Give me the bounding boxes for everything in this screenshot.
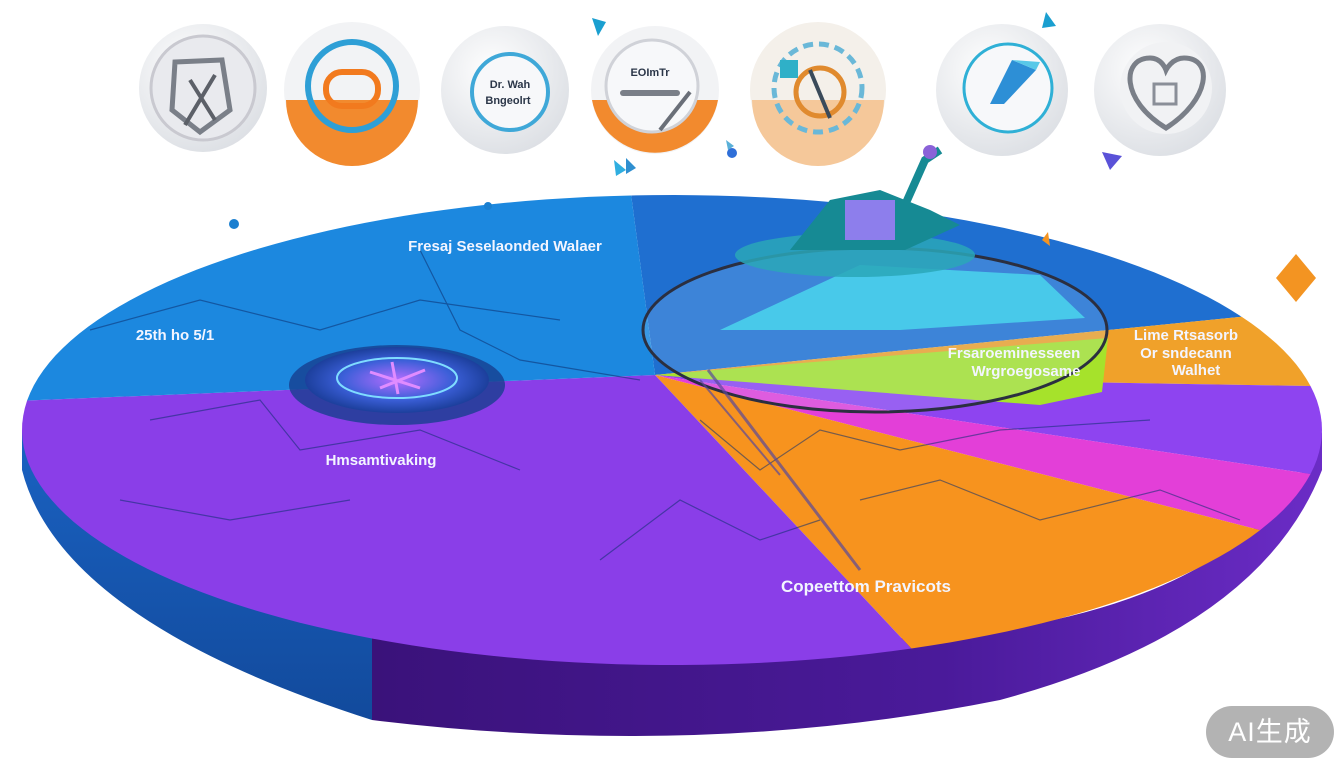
ai-generated-badge: AI生成 bbox=[1206, 706, 1334, 758]
pie-slice-5 bbox=[22, 375, 912, 665]
pie-inner-highlight-cyan bbox=[720, 265, 1085, 330]
badge-name-line2: Bngeolrt bbox=[485, 95, 531, 107]
label-right-line2: Or sndecann bbox=[1140, 345, 1232, 362]
heart-box-icon bbox=[1094, 24, 1226, 156]
label-right-line1: Lime Rtsasorb bbox=[1134, 327, 1238, 344]
label-inner-line1: Frsaroeminesseen bbox=[948, 345, 1081, 362]
machine-ornament-icon bbox=[735, 145, 975, 277]
broken-shield-icon bbox=[139, 24, 267, 152]
label-left: 25th ho 5/1 bbox=[136, 327, 214, 344]
pie-slice-4 bbox=[655, 375, 1261, 649]
edit-card-text: EOImTr bbox=[630, 67, 670, 79]
pie-slices bbox=[22, 195, 1322, 665]
pie-slice-2 bbox=[655, 375, 1322, 474]
icon-row: Dr. Wah Bngeolrt EOImTr bbox=[139, 22, 1226, 166]
orange-ring-icon bbox=[284, 22, 420, 166]
edit-card-icon: EOImTr bbox=[591, 26, 719, 154]
pie-slice-3 bbox=[655, 375, 1311, 531]
rim-blue bbox=[22, 430, 372, 720]
pie-inner-slice-lime bbox=[655, 338, 1108, 405]
label-inner-line2: Wrgroegosame bbox=[972, 363, 1081, 380]
center-emblem-icon bbox=[289, 345, 505, 425]
badge-name-line1: Dr. Wah bbox=[490, 79, 531, 91]
gear-target-icon bbox=[750, 22, 886, 166]
label-bottom: Copeettom Pravicots bbox=[781, 577, 951, 596]
label-right-line3: Walhet bbox=[1172, 362, 1221, 379]
crack-texture bbox=[89, 249, 1241, 561]
diamond-icon bbox=[936, 24, 1068, 156]
label-lower-left: Hmsamtivaking bbox=[326, 452, 437, 469]
label-top-left: Fresaj Seselaonded Walaer bbox=[408, 238, 602, 255]
name-badge-icon: Dr. Wah Bngeolrt bbox=[441, 26, 569, 154]
confetti-decoration bbox=[229, 12, 1316, 302]
